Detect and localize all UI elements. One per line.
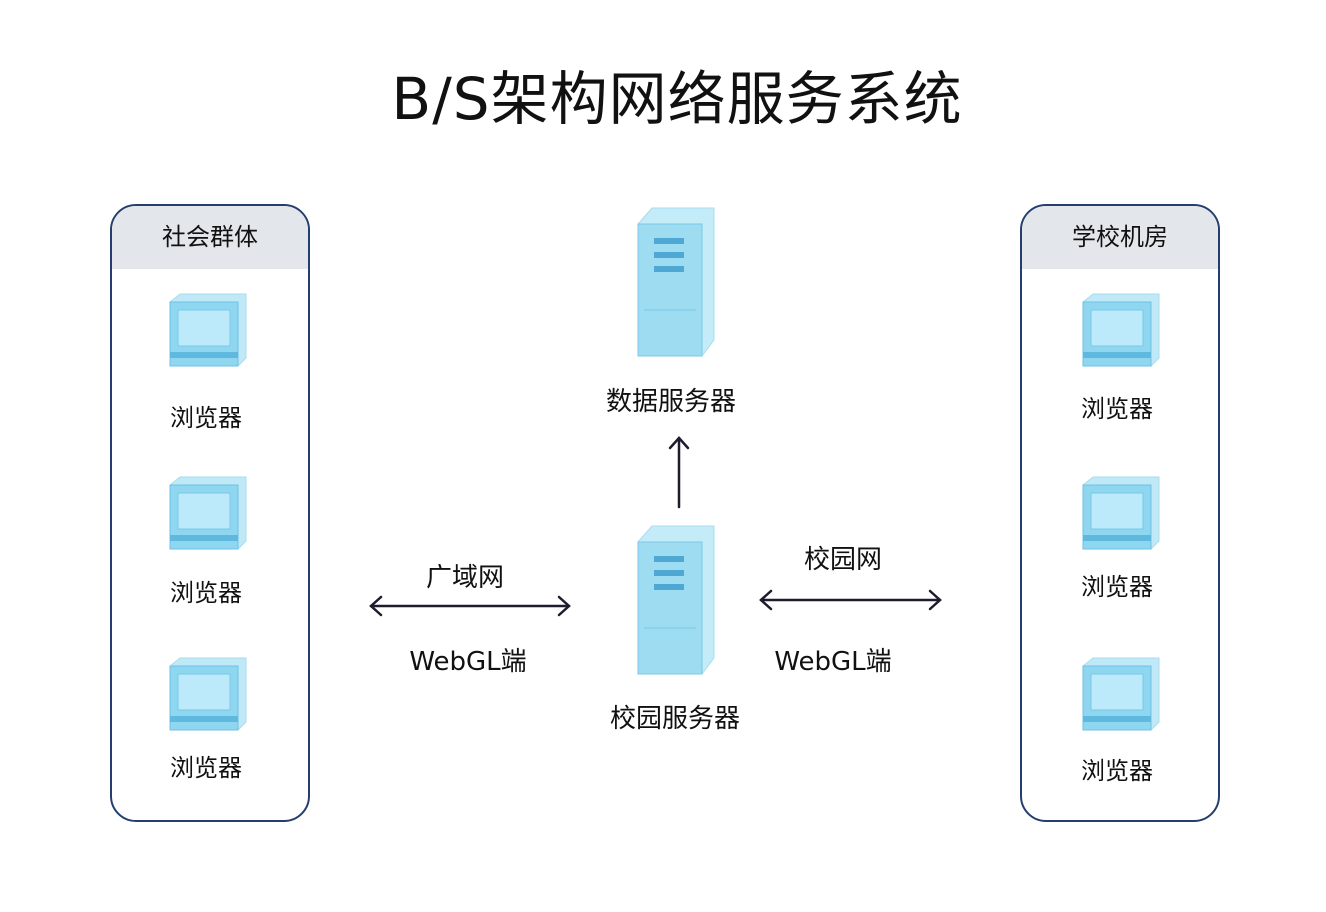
group-header: 学校机房 [1022, 206, 1218, 269]
arrow-campus-net [759, 589, 942, 611]
browser-label: 浏览器 [1081, 573, 1153, 601]
browser-label: 浏览器 [170, 579, 242, 607]
campus-net-label: 校园网 [803, 545, 882, 575]
page-title: B/S架构网络服务系统 [391, 65, 963, 133]
arrow-wan [369, 595, 571, 617]
campus-server-label: 校园服务器 [609, 704, 740, 734]
browser-label: 浏览器 [170, 754, 242, 782]
wan-label: 广域网 [425, 563, 504, 593]
browser-label: 浏览器 [170, 404, 242, 432]
arrow-up-to-data-server [668, 436, 690, 509]
webgl-right-label: WebGL端 [774, 647, 892, 677]
browser-label: 浏览器 [1081, 757, 1153, 785]
data-server-label: 数据服务器 [605, 387, 736, 417]
webgl-left-label: WebGL端 [409, 647, 527, 677]
group-header: 社会群体 [112, 206, 308, 269]
browser-label: 浏览器 [1081, 395, 1153, 423]
